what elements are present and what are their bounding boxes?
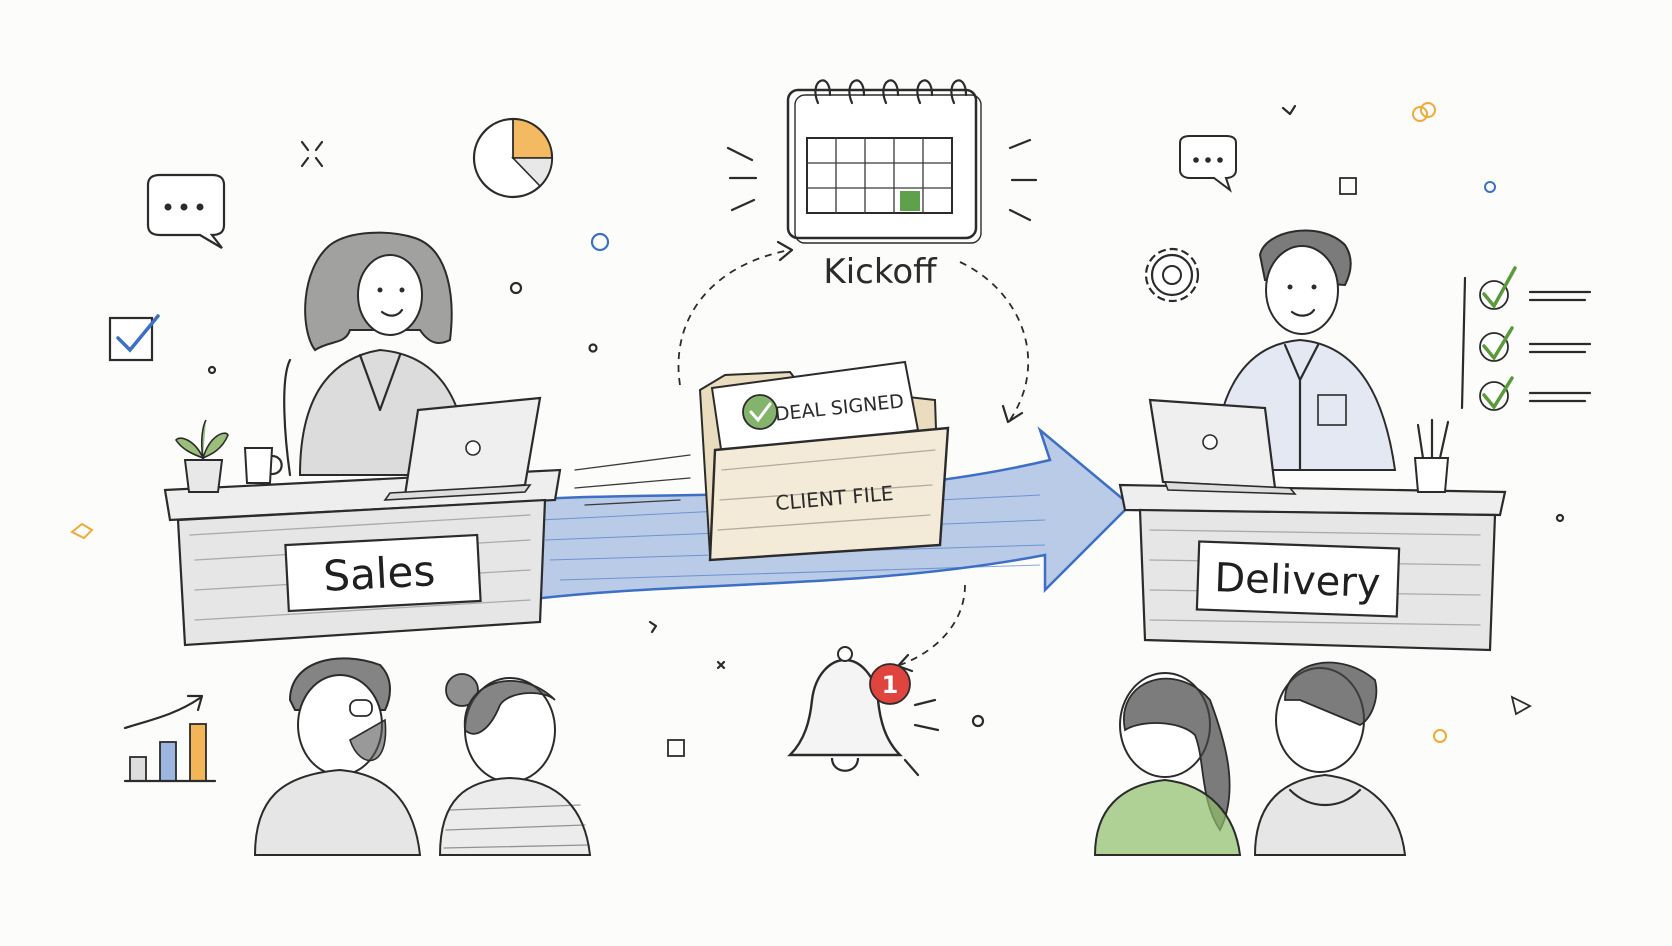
delivery-label: Delivery [1214,555,1382,607]
coffee-mug [243,447,283,484]
sparkle-decorations-right [1281,102,1565,743]
checklist-icon [1460,266,1592,411]
calendar-icon [726,79,1038,244]
colleague-bun [438,673,592,856]
notification-count: 1 [882,671,899,699]
gear-icon [1144,247,1200,303]
checkbox-icon [108,314,160,362]
colleague-ponytail [1093,672,1242,856]
desk-plant [175,419,229,493]
pie-chart-icon [472,117,554,199]
check-circle-icon [742,394,778,430]
pencil-cup [1413,418,1450,493]
sales-label: Sales [322,546,436,601]
delivery-desk [1118,483,1507,652]
colleague-bearded [253,657,422,856]
laptop-delivery [1148,398,1297,495]
colleague-hoodie [1253,661,1407,856]
laptop-sales [383,396,542,501]
speech-bubble-icon [1179,135,1237,193]
folder-icon [698,360,950,562]
bell-icon [787,646,940,777]
sparkle-decorations [70,140,985,757]
notification-badge: 1 [869,663,911,705]
kickoff-label: Kickoff [823,252,938,292]
bar-chart-icon [123,694,217,783]
deal-signed-document [710,360,920,458]
speech-bubble-icon [146,173,226,249]
